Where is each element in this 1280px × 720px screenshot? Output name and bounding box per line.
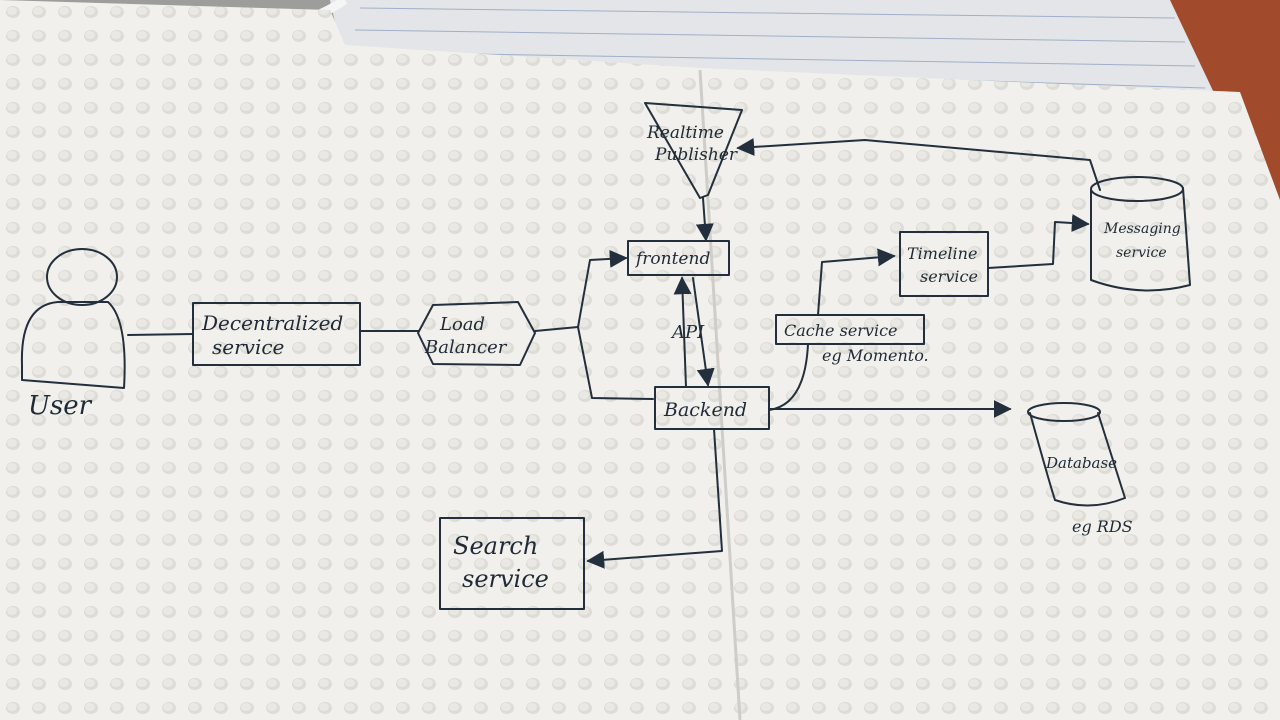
edge-publisher-frontend (695, 197, 714, 242)
user-body-icon (20, 301, 126, 389)
api-edge-label: API (670, 322, 705, 343)
user-head-icon (46, 248, 118, 306)
messaging-service-label-line1: Messaging (1103, 221, 1181, 237)
decentralized-service-label-line2: service (212, 335, 284, 359)
search-service-node: Search service (439, 517, 585, 610)
edge-backend-search (586, 428, 723, 569)
realtime-publisher-label-line2: Publisher (654, 145, 738, 165)
messaging-service-node: Messaging service (1090, 176, 1191, 292)
database-note: eg RDS (1072, 517, 1133, 536)
decentralized-service-label-line1: Decentralized (201, 311, 343, 335)
realtime-publisher-node: Realtime Publisher (644, 102, 743, 199)
edge-timeline-messaging (987, 214, 1090, 269)
edge-messaging-publisher (736, 137, 1101, 191)
frontend-label: frontend (634, 249, 710, 269)
edge-loadbalancer-frontend (534, 249, 628, 332)
decentralized-service-node: Decentralized service (192, 302, 361, 366)
database-node: Database eg RDS (1027, 402, 1133, 536)
load-balancer-node: Load Balancer (417, 301, 536, 366)
realtime-publisher-label-line1: Realtime (646, 123, 724, 143)
lined-notebook (330, 0, 1215, 95)
backend-label: Backend (663, 399, 747, 421)
search-service-label-line1: Search (453, 532, 538, 560)
user-label: User (28, 391, 93, 421)
diagram-edges: API (127, 137, 1101, 569)
edge-cache-timeline (817, 248, 896, 316)
napkin-fold (698, 69, 742, 720)
edge-user-decentralized (127, 333, 194, 336)
load-balancer-label-line2: Balancer (424, 337, 508, 358)
edge-backend-frontend-api (673, 276, 692, 388)
edge-loadbalancer-backend (577, 326, 654, 400)
search-service-label-line2: service (462, 565, 549, 593)
user-node: User (20, 248, 126, 421)
cache-service-label: Cache service (784, 321, 898, 340)
edge-frontend-backend-api (692, 277, 715, 387)
cache-service-node: Cache service eg Momento. (775, 314, 929, 365)
messaging-service-label-line2: service (1116, 245, 1167, 261)
timeline-service-node: Timeline service (899, 231, 989, 297)
cache-service-note: eg Momento. (822, 346, 929, 365)
database-label: Database (1045, 454, 1117, 472)
timeline-service-label-line2: service (920, 267, 978, 286)
frontend-node: frontend (627, 240, 730, 276)
timeline-service-label-line1: Timeline (907, 244, 977, 263)
load-balancer-label-line1: Load (439, 314, 485, 335)
